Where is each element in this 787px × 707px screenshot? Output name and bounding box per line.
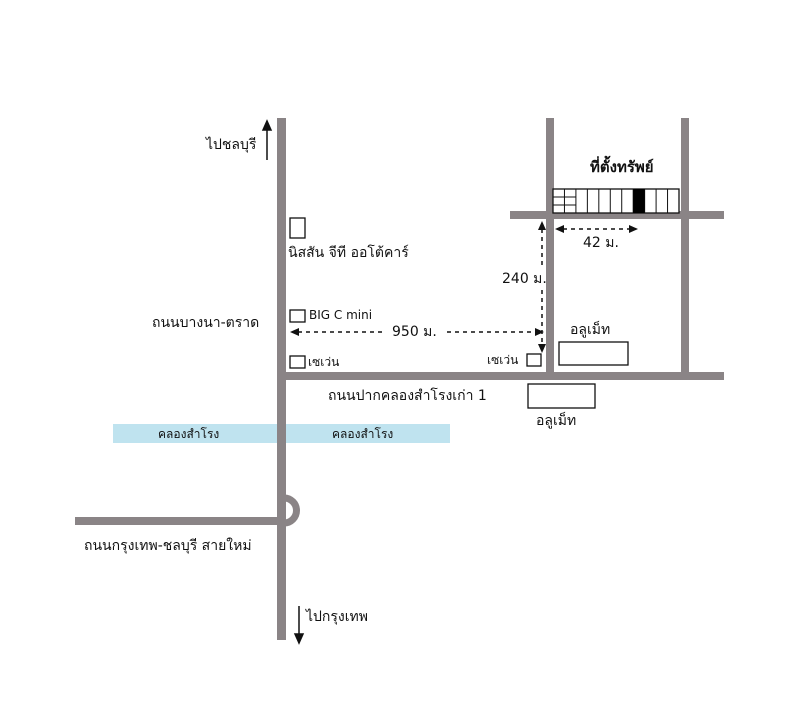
- distance-42-arrow-right: [629, 225, 638, 233]
- seven-eleven-left-label: เซเว่น: [308, 355, 340, 369]
- canal-right-label: คลองสำโรง: [332, 427, 394, 441]
- seven-eleven-right-label: เซเว่น: [487, 353, 519, 367]
- distance-42-label: 42 ม.: [583, 235, 619, 251]
- to-bangkok-label: ไปกรุงเทพ: [306, 609, 369, 625]
- distance-950-label: 950 ม.: [392, 324, 437, 340]
- property-side-road-left: [546, 118, 554, 378]
- pak-khlong-road-line: [277, 372, 724, 380]
- aluminum-bottom-label: อลูเม็ท: [536, 413, 577, 429]
- seven-eleven-left-box: [289, 355, 306, 369]
- property-block: [552, 188, 680, 214]
- to-bangkok-arrow: [293, 606, 305, 645]
- distance-240-arrow-top: [538, 221, 546, 230]
- property-side-road-right: [681, 118, 689, 378]
- property-front-road: [510, 211, 724, 219]
- pak-khlong-road-label: ถนนปากคลองสำโรงเก่า 1: [328, 388, 487, 404]
- big-c-mini-label: BIG C mini: [309, 308, 373, 322]
- canal-left-label: คลองสำโรง: [158, 427, 220, 441]
- new-bangkok-chonburi-road-line: [75, 517, 286, 525]
- seven-eleven-right-box: [526, 353, 542, 367]
- property-highlight-unit: [633, 189, 645, 213]
- big-c-mini-box: [289, 309, 306, 323]
- property-location-label: ที่ตั้งทรัพย์: [590, 158, 654, 176]
- distance-950-arrow-right: [535, 328, 544, 336]
- u-turn-loop: [283, 494, 300, 527]
- aluminum-top-label: อลูเม็ท: [570, 322, 611, 338]
- bangna-trat-road-label: ถนนบางนา-ตราด: [152, 315, 260, 331]
- to-chonburi-arrow: [261, 119, 273, 160]
- distance-950-arrow-left: [290, 328, 299, 336]
- aluminum-top-box: [558, 341, 629, 366]
- nissan-label: นิสสัน จีที ออโต้คาร์: [288, 245, 409, 261]
- distance-240-label: 240 ม.: [502, 271, 547, 287]
- distance-42-arrow-left: [555, 225, 564, 233]
- to-chonburi-label: ไปชลบุรี: [206, 137, 257, 153]
- distance-240-arrow-bottom: [538, 344, 546, 353]
- aluminum-bottom-box: [527, 383, 596, 409]
- new-bangkok-chonburi-road-label: ถนนกรุงเทพ-ชลบุรี สายใหม่: [84, 538, 252, 554]
- nissan-box: [289, 217, 306, 239]
